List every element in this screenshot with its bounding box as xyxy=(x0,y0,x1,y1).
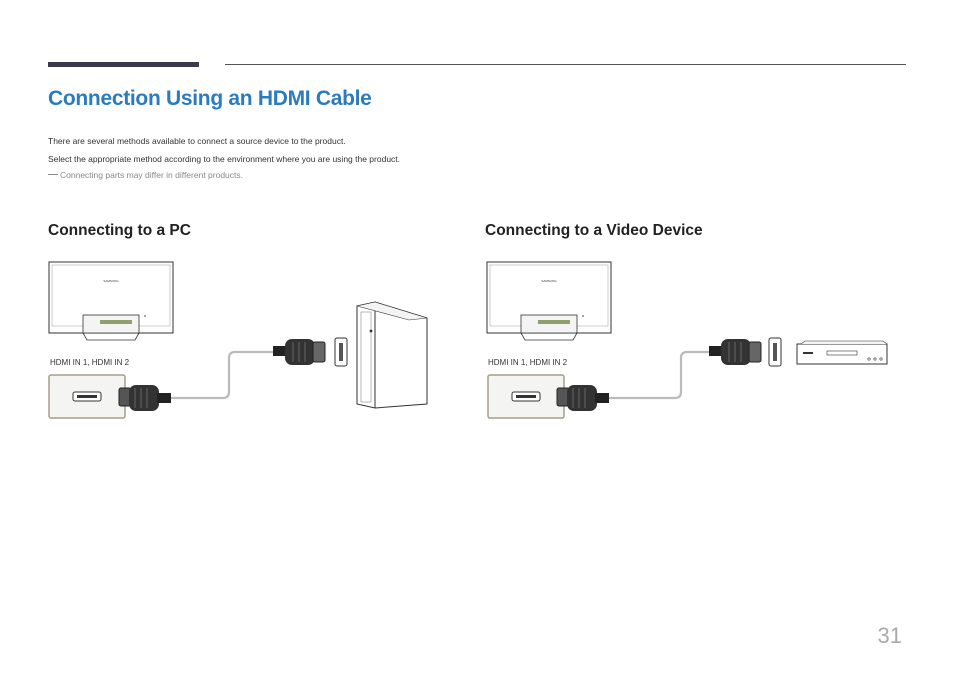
hdmi-cable-2 xyxy=(607,350,721,400)
port-label-pc: HDMI IN 1, HDMI IN 2 xyxy=(50,358,130,367)
pc-tower-icon xyxy=(356,301,428,409)
section-heading-video: Connecting to a Video Device xyxy=(485,222,703,239)
hdmi-plug-device-icon xyxy=(709,339,762,365)
hdmi-plug-monitor-icon-2 xyxy=(556,385,609,411)
header-rule-thick xyxy=(48,62,199,67)
monitor-illustration-2: SAMSUNG xyxy=(486,261,612,341)
intro-note: Connecting parts may differ in different… xyxy=(48,170,243,180)
section-heading-pc: Connecting to a PC xyxy=(48,222,191,239)
intro-line-2: Select the appropriate method according … xyxy=(48,154,401,164)
note-dash-icon xyxy=(48,174,58,175)
header-rule-thin xyxy=(225,64,906,65)
note-text: Connecting parts may differ in different… xyxy=(60,170,244,180)
page-number: 31 xyxy=(877,623,902,648)
monitor-logo: SAMSUNG xyxy=(103,279,119,283)
monitor-illustration: SAMSUNG xyxy=(48,261,174,341)
hdmi-plug-pc-icon xyxy=(273,339,326,365)
intro-line-1: There are several methods available to c… xyxy=(48,136,346,146)
monitor-logo-2: SAMSUNG xyxy=(541,279,557,283)
hdmi-cable xyxy=(169,350,277,400)
video-device-connection-diagram: SAMSUNG xyxy=(486,261,888,419)
pc-connection-diagram: SAMSUNG xyxy=(48,261,428,419)
dvd-player-icon xyxy=(796,340,888,365)
page-title: Connection Using an HDMI Cable xyxy=(48,87,372,110)
port-label-video: HDMI IN 1, HDMI IN 2 xyxy=(488,358,568,367)
hdmi-plug-monitor-icon xyxy=(118,385,171,411)
